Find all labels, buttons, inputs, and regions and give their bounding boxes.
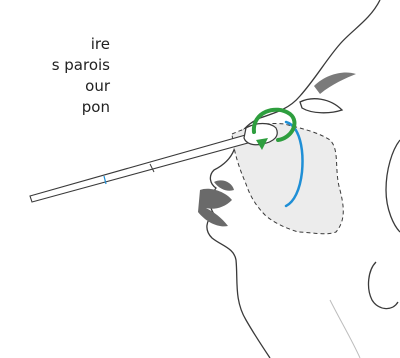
eyebrow	[314, 73, 356, 95]
nostril	[214, 180, 234, 190]
swab-stick	[30, 132, 259, 202]
hair-outline	[386, 140, 400, 232]
caption-line-4: pon	[0, 97, 110, 118]
lips	[198, 189, 232, 227]
caption-line-1: ire	[0, 34, 110, 55]
caption-line-2: s parois	[0, 55, 110, 76]
caption-line-3: our	[0, 76, 110, 97]
ear-outline	[369, 262, 398, 309]
eye	[300, 99, 342, 113]
instruction-caption: ire s parois our pon	[0, 34, 110, 118]
neck-outline	[330, 300, 360, 358]
